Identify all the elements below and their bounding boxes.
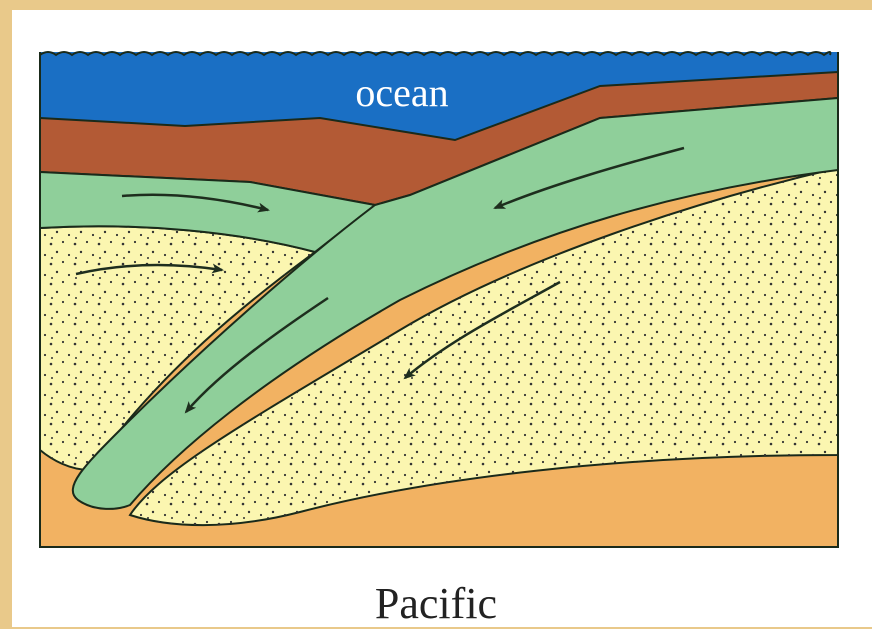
ocean-label: ocean xyxy=(355,70,448,115)
diagram-caption: Pacific xyxy=(0,578,872,629)
